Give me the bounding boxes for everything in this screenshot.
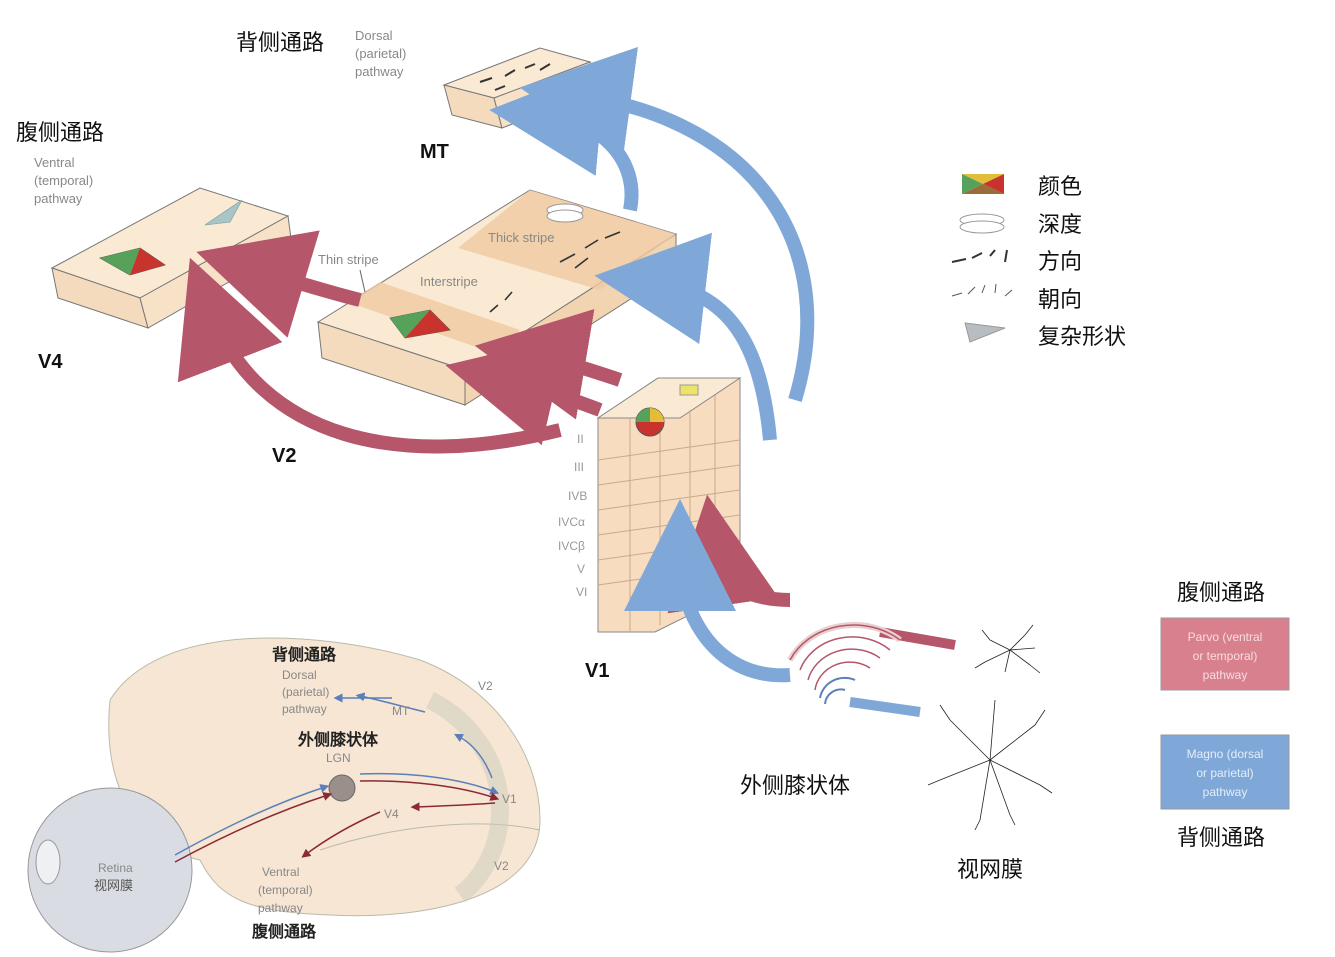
brain-dorsal-zh: 背侧通路: [272, 645, 337, 664]
dorsal-pathway-en-2: (parietal): [355, 46, 406, 61]
pathway-key: 腹侧通路 Parvo (ventral or temporal) pathway…: [1160, 581, 1290, 851]
brain-mt: MT: [392, 704, 410, 718]
orientation-icon: [951, 283, 1013, 297]
parvo-line-3: pathway: [1203, 668, 1248, 682]
legend-label-orientation: 朝向: [1038, 288, 1082, 313]
layer-label: IVB: [568, 489, 587, 503]
layer-label: VI: [576, 585, 587, 599]
brain-retina: Retina: [98, 861, 133, 875]
thin-stripe-label: Thin stripe: [318, 252, 379, 267]
thick-stripe-label: Thick stripe: [488, 230, 554, 245]
brain-ventral-en-3: pathway: [258, 901, 303, 915]
key-dorsal-title: 背侧通路: [1177, 826, 1265, 851]
brain-lgn: LGN: [326, 751, 351, 765]
v1-cortex-block: [596, 377, 742, 633]
parvo-arrows: [177, 230, 956, 650]
ventral-pathway-en-1: Ventral: [34, 155, 75, 170]
brain-v4: V4: [384, 807, 399, 821]
complex-shape-icon: [964, 322, 1006, 343]
brain-ventral-en-1: Ventral: [262, 865, 299, 879]
direction-icon: [951, 249, 1008, 263]
brain-dorsal-en-1: Dorsal: [282, 668, 317, 682]
legend-label-color: 颜色: [1038, 175, 1082, 200]
parvo-line-2: or temporal): [1193, 649, 1258, 663]
brain-ventral-en-2: (temporal): [258, 883, 313, 897]
key-ventral-title: 腹侧通路: [1177, 581, 1265, 606]
layer-label: III: [574, 460, 584, 474]
brain-v2-top: V2: [478, 679, 493, 693]
brain-v1: V1: [502, 792, 517, 806]
legend-label-depth: 深度: [1038, 213, 1082, 238]
magno-swatch: [1160, 734, 1290, 810]
v4-area-block: [50, 187, 293, 329]
dorsal-pathway-en-1: Dorsal: [355, 28, 393, 43]
lgn-label: 外侧膝状体: [740, 774, 850, 799]
brain-dorsal-en-3: pathway: [282, 702, 327, 716]
depth-icon: [959, 213, 1005, 234]
brain-dorsal-en-2: (parietal): [282, 685, 329, 699]
layer-label: IVCα: [558, 515, 585, 529]
legend-label-complex-shape: 复杂形状: [1038, 325, 1126, 350]
brain-retina-zh: 视网膜: [94, 879, 133, 894]
magno-line-2: or parietal): [1196, 766, 1253, 780]
dorsal-pathway-title: 背侧通路: [236, 31, 324, 56]
layer-label: II: [577, 432, 584, 446]
mt-label: MT: [420, 141, 449, 163]
color-icon: [962, 174, 1004, 194]
v1-label: V1: [585, 660, 609, 682]
brain-ventral-zh: 腹侧通路: [252, 922, 317, 941]
magno-line-1: Magno (dorsal: [1187, 747, 1264, 761]
brain-inset: 背侧通路 Dorsal (parietal) pathway MT V2 外侧膝…: [27, 637, 541, 953]
ventral-pathway-title: 腹侧通路: [16, 121, 104, 146]
v2-area-block: [316, 189, 678, 406]
layer-label: IVCβ: [558, 539, 585, 553]
ventral-pathway-en-2: (temporal): [34, 173, 93, 188]
parvo-swatch: [1160, 617, 1290, 691]
legend-label-direction: 方向: [1038, 250, 1082, 275]
retina-label: 视网膜: [957, 858, 1023, 883]
retina-ganglion-cells: [927, 624, 1053, 831]
parvo-line-1: Parvo (ventral: [1188, 630, 1263, 644]
magno-arrows: [489, 47, 921, 717]
magno-line-3: pathway: [1203, 785, 1248, 799]
legend: 颜色 深度 方向 朝向 复杂形状: [951, 174, 1126, 350]
interstripe-label: Interstripe: [420, 274, 478, 289]
v4-label: V4: [38, 351, 63, 373]
brain-v2-bottom: V2: [494, 859, 509, 873]
brain-lgn-zh: 外侧膝状体: [297, 730, 379, 749]
dorsal-pathway-en-3: pathway: [355, 64, 404, 79]
ventral-pathway-en-3: pathway: [34, 191, 83, 206]
layer-label: V: [577, 562, 585, 576]
lgn-section: [787, 622, 902, 705]
v2-label: V2: [272, 445, 296, 467]
